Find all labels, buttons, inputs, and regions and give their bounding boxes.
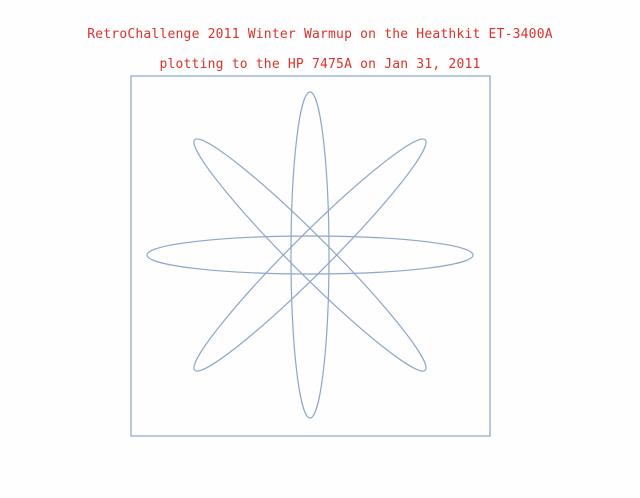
star-petal-ellipse xyxy=(193,138,427,372)
star-petal-ellipse xyxy=(146,235,474,275)
plot-frame xyxy=(130,75,491,437)
star-petal-ellipse xyxy=(193,138,427,372)
star-figure xyxy=(146,91,474,419)
star-petal-ellipse xyxy=(290,91,330,419)
plot-title-line-1: RetroChallenge 2011 Winter Warmup on the… xyxy=(87,27,553,42)
plot-title-line-2: plotting to the HP 7475A on Jan 31, 2011 xyxy=(159,57,481,72)
